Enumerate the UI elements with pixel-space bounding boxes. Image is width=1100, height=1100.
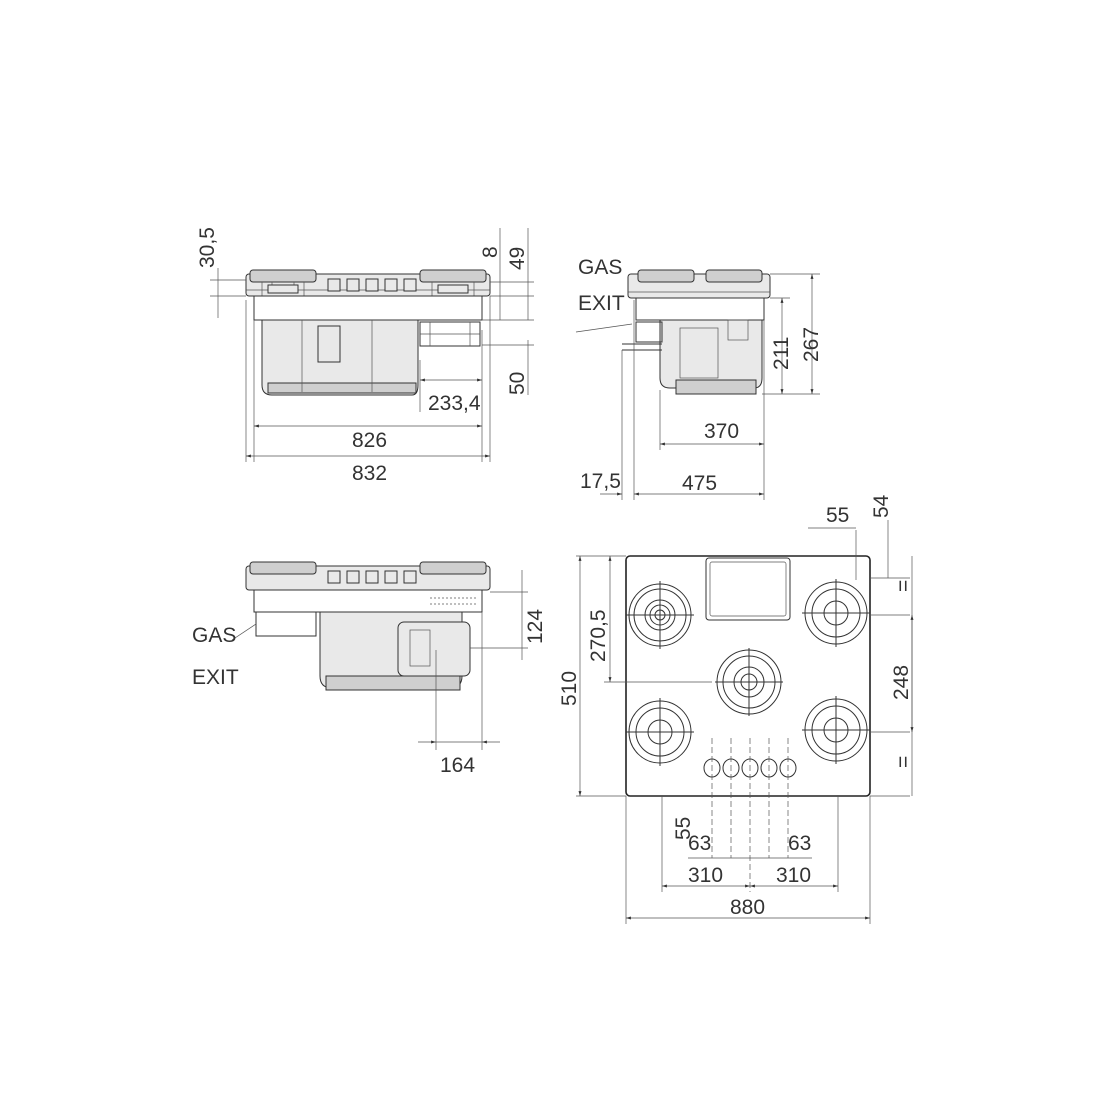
front-view: 30,5 8 49 50 233,4 826 832 [196, 227, 534, 485]
burner-top-right [802, 579, 870, 647]
dim-267: 267 [800, 327, 823, 362]
dim-211: 211 [770, 337, 793, 370]
side-view: GAS EXIT 211 267 370 17,5 475 [575, 256, 823, 500]
dim-310-left: 310 [688, 864, 723, 887]
dim-164: 164 [440, 754, 475, 777]
front-motor-box [317, 325, 341, 363]
dim-826: 826 [352, 429, 387, 452]
dim-8: 8 [479, 246, 502, 258]
front-burner-left [249, 269, 317, 296]
gas-exit-leader [575, 323, 633, 333]
dim-54: 54 [870, 494, 893, 518]
burner-center [715, 648, 783, 716]
dim-832: 832 [352, 462, 387, 485]
front-burner-right [419, 269, 487, 296]
rear-exit-label: EXIT [192, 666, 239, 689]
dim-55-top: 55 [826, 504, 849, 527]
burner-top-left [626, 581, 694, 649]
dim-55-bottom: 55 [672, 817, 695, 840]
dim-370: 370 [704, 420, 739, 443]
dim-124: 124 [524, 609, 547, 644]
burner-bottom-left [626, 698, 694, 766]
front-frame [253, 295, 483, 321]
side-exit-label: EXIT [578, 292, 625, 315]
dim-880: 880 [730, 896, 765, 919]
dim-49: 49 [506, 247, 529, 270]
top-view: 55 54 = 270,5 510 248 = 55 63 63 310 310… [558, 494, 915, 924]
top-hob-outline [625, 555, 871, 797]
rear-view: GAS EXIT 124 164 [192, 561, 547, 777]
top-display-panel [705, 557, 791, 621]
rear-motor [397, 621, 471, 677]
dim-475: 475 [682, 472, 717, 495]
dim-63-right: 63 [788, 832, 811, 855]
dim-30-5: 30,5 [196, 227, 219, 268]
dim-63-left: 63 [688, 832, 711, 855]
dim-310-right: 310 [776, 864, 811, 887]
dim-233-4: 233,4 [428, 392, 481, 415]
dim-248: 248 [890, 665, 913, 700]
dim-270-5: 270,5 [587, 609, 610, 662]
front-knobs [327, 278, 417, 292]
side-gas-label: GAS [578, 256, 622, 279]
rear-gas-label: GAS [192, 624, 236, 647]
eq-bottom: = [892, 756, 915, 768]
eq-top: = [892, 580, 915, 592]
rear-gas-exit-block [255, 611, 317, 637]
dim-17-5: 17,5 [580, 470, 621, 493]
burner-bottom-right [802, 696, 870, 764]
dim-50: 50 [506, 372, 529, 395]
rear-gas-exit-leader [231, 623, 257, 641]
dim-510: 510 [558, 671, 581, 706]
